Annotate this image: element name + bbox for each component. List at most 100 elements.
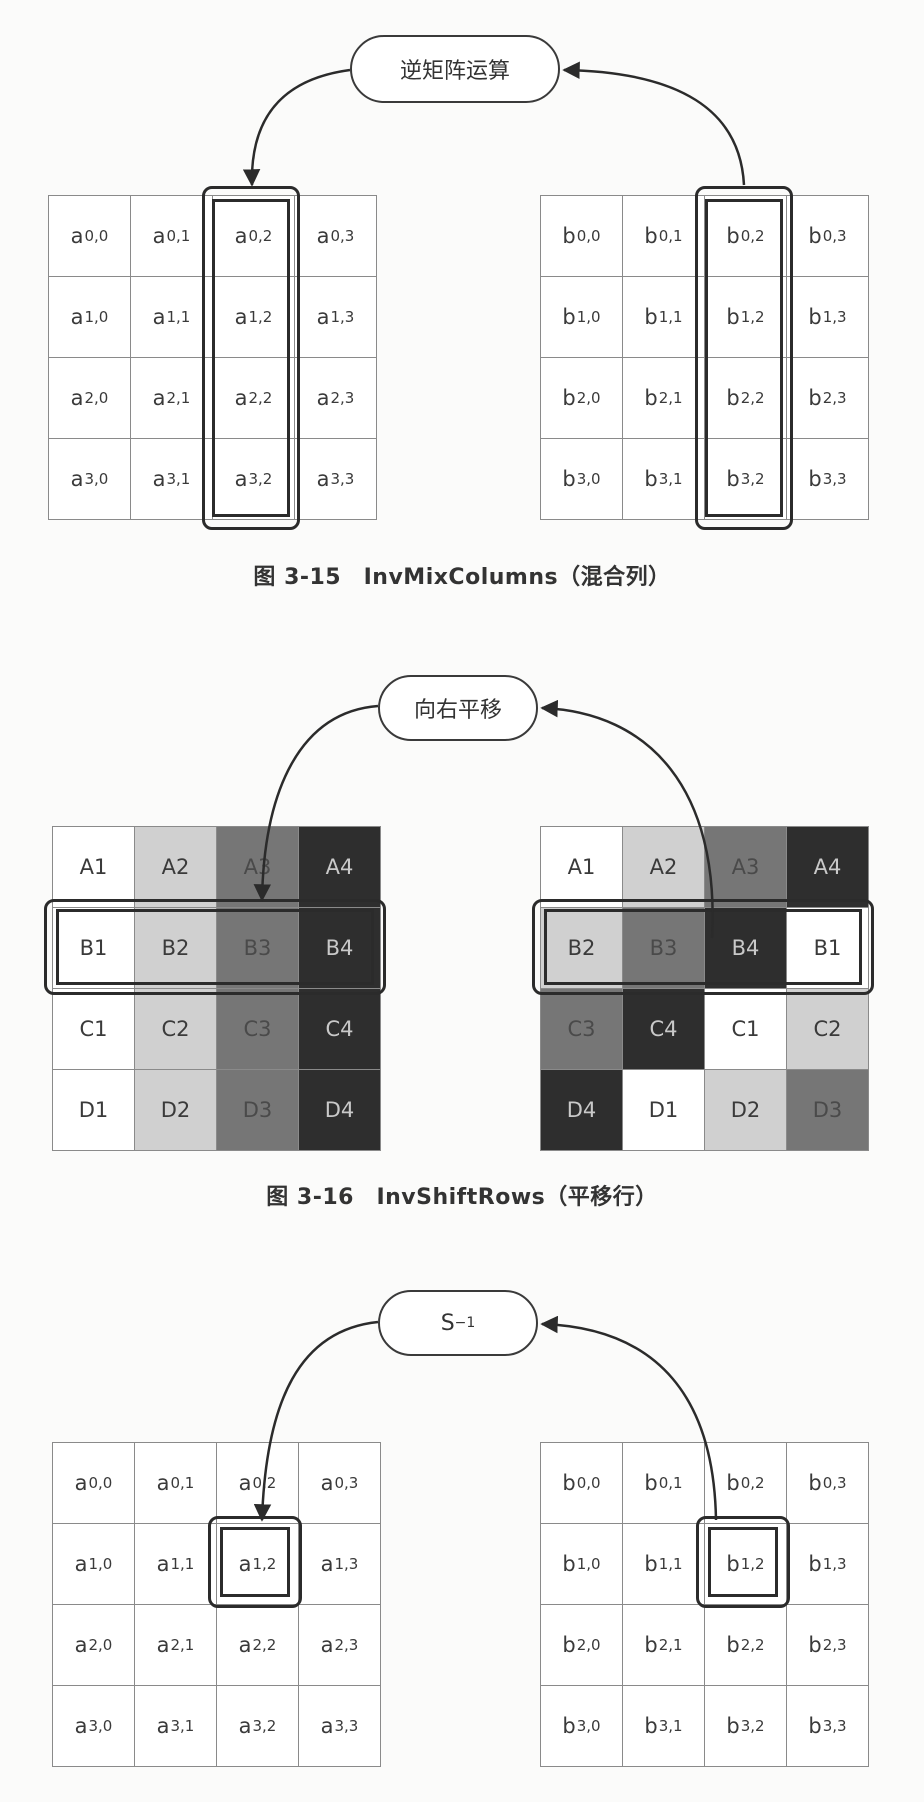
block-label: D3 [242, 1098, 273, 1122]
cell-letter: b [808, 224, 822, 248]
block-cell: D4 [541, 1070, 623, 1151]
cell-index: 0,3 [334, 1474, 359, 1492]
block-cell: D4 [299, 1070, 381, 1151]
block-label: C4 [649, 1017, 678, 1041]
cell-letter: a [234, 305, 248, 329]
cell-letter: b [726, 224, 740, 248]
cell-index: 3,1 [166, 470, 191, 488]
block-label: D2 [160, 1098, 191, 1122]
cell-letter: b [644, 1471, 658, 1495]
cell-letter: a [70, 467, 84, 491]
cell-letter: a [74, 1552, 88, 1576]
block-label: B3 [243, 936, 272, 960]
block-label: A3 [731, 855, 760, 879]
cell-index: 1,2 [252, 1555, 277, 1573]
cell-index: 1,2 [740, 1555, 765, 1573]
cell-index: 1,2 [740, 308, 765, 326]
block-cell: C4 [299, 989, 381, 1070]
block-label: C3 [567, 1017, 596, 1041]
block-label: D1 [78, 1098, 109, 1122]
block-cell: A1 [541, 827, 623, 908]
cell-letter: a [70, 386, 84, 410]
cell-letter: b [562, 224, 576, 248]
cell-index: 1,3 [822, 308, 847, 326]
cell-letter: a [74, 1714, 88, 1738]
cell-index: 2,2 [740, 1636, 765, 1654]
cell-index: 0,1 [166, 227, 191, 245]
block-label: D4 [566, 1098, 597, 1122]
cell-letter: b [726, 386, 740, 410]
cell-index: 1,0 [88, 1555, 113, 1573]
cell-index: 3,2 [740, 1717, 765, 1735]
cell-letter: b [644, 1714, 658, 1738]
cell-letter: b [562, 1714, 576, 1738]
block-label: A4 [325, 855, 354, 879]
pill-inverse-sbox: S−1 [378, 1290, 538, 1356]
cell-index: 1,1 [170, 1555, 195, 1573]
cell-letter: a [156, 1714, 170, 1738]
block-label: A1 [79, 855, 108, 879]
cell-index: 1,0 [84, 308, 109, 326]
cell-index: 3,2 [740, 470, 765, 488]
cell-letter: b [644, 1552, 658, 1576]
block-label: B4 [325, 936, 354, 960]
cell-letter: a [234, 386, 248, 410]
block-cell: A3 [705, 827, 787, 908]
block-cell: A3 [217, 827, 299, 908]
cell-index: 3,0 [84, 470, 109, 488]
block-cell: B3 [217, 908, 299, 989]
block-cell: C3 [541, 989, 623, 1070]
cell-index: 3,0 [576, 1717, 601, 1735]
cell-letter: b [562, 1471, 576, 1495]
block-cell: D2 [135, 1070, 217, 1151]
block-cell: A2 [135, 827, 217, 908]
cell-index: 3,1 [658, 470, 683, 488]
cell-index: 0,3 [822, 1474, 847, 1492]
block-label: C1 [731, 1017, 760, 1041]
cell-letter: a [316, 224, 330, 248]
block-label: D3 [812, 1098, 843, 1122]
arrow-to-grid-a [242, 68, 351, 187]
cell-letter: b [726, 1714, 740, 1738]
block-cell: D2 [705, 1070, 787, 1151]
block-cell: B1 [53, 908, 135, 989]
cell-letter: a [320, 1633, 334, 1657]
block-label: B1 [813, 936, 842, 960]
cell-index: 2,0 [84, 389, 109, 407]
block-label: B2 [161, 936, 190, 960]
cell-index: 3,3 [822, 470, 847, 488]
cell-letter: a [156, 1633, 170, 1657]
block-cell: C2 [787, 989, 869, 1070]
block-cell: B4 [705, 908, 787, 989]
cell-index: 0,0 [84, 227, 109, 245]
cell-letter: a [74, 1633, 88, 1657]
cell-letter: a [238, 1714, 252, 1738]
cell-letter: a [238, 1552, 252, 1576]
block-cell: D1 [623, 1070, 705, 1151]
